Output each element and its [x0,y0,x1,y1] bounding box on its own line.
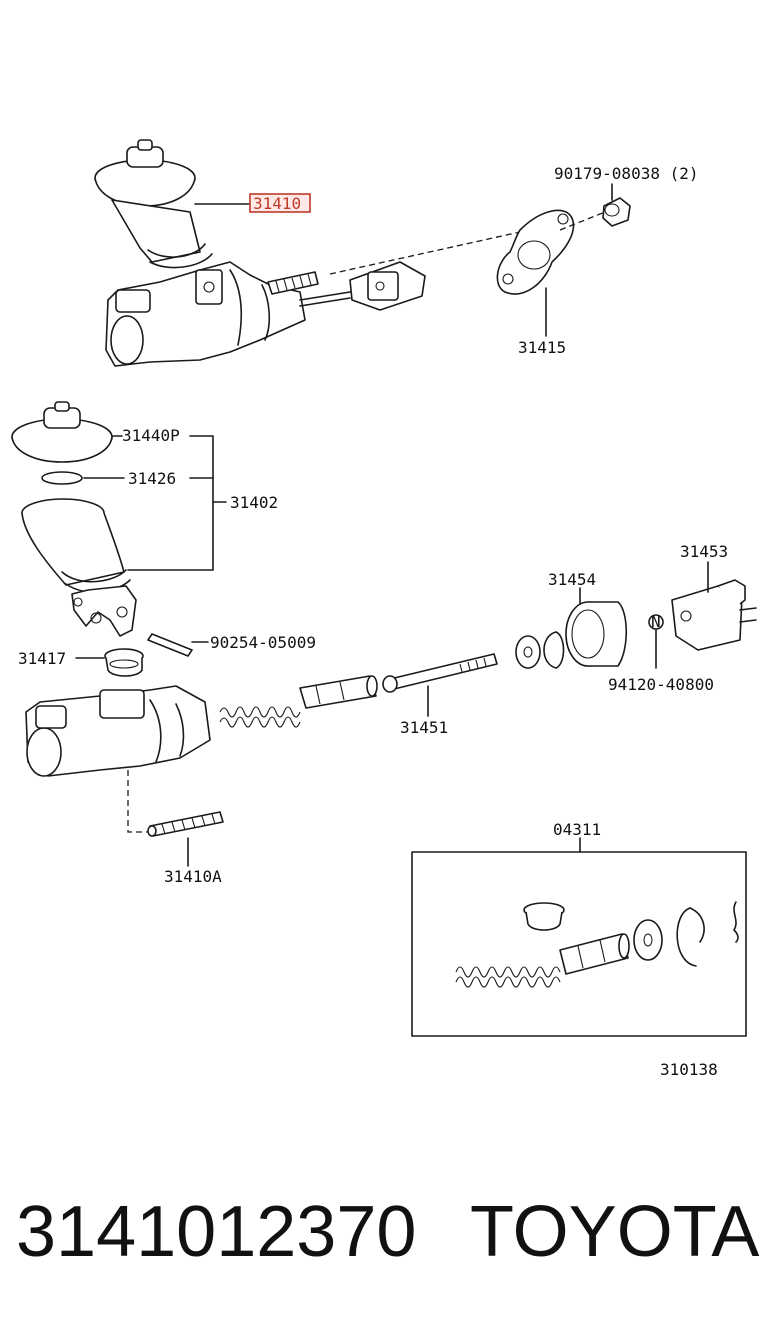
pin-90254[interactable] [147,633,193,657]
reservoir-body[interactable] [21,498,137,637]
seal-label[interactable]: 31426 [128,469,176,488]
highlight-box [249,193,311,213]
bolt-label[interactable]: 90179-08038 (2) [554,164,699,183]
washer-clip[interactable] [515,631,565,669]
repair-kit-parts[interactable] [455,901,739,988]
clevis-31453[interactable] [671,579,757,651]
stud-label[interactable]: 31410A [164,867,222,886]
part-number: 3141012370 [16,1192,416,1272]
repair-kit-box [411,851,747,1037]
figure-number: 310138 [660,1060,718,1079]
grommet-31417[interactable] [104,648,144,677]
cap-label[interactable]: 31440P [122,426,180,445]
master-cylinder-assembly[interactable] [94,139,521,367]
spring-piston[interactable] [219,675,378,728]
seal-31426[interactable] [41,471,83,485]
gasket-31415[interactable] [496,209,575,295]
cap-31440p[interactable] [11,401,113,463]
push-rod-label[interactable]: 31451 [400,718,448,737]
boot-31454[interactable] [565,601,628,667]
stud-31410a[interactable] [147,811,224,837]
push-rod-31451[interactable] [382,653,498,693]
pin-label[interactable]: 90254-05009 [210,633,316,652]
assembly-label[interactable]: 31410 [253,194,301,213]
boot-label[interactable]: 31454 [548,570,596,589]
nut-marker[interactable] [648,614,664,630]
brand-name: TOYOTA [470,1192,759,1272]
nut-marker-text: N [651,612,661,631]
grommet-label[interactable]: 31417 [18,649,66,668]
nut-label[interactable]: 94120-40800 [608,675,714,694]
gasket-label[interactable]: 31415 [518,338,566,357]
clevis-label[interactable]: 31453 [680,542,728,561]
cylinder-body[interactable] [25,685,211,833]
bolt-90179[interactable] [602,197,631,227]
repair-kit-label[interactable]: 04311 [553,820,601,839]
reservoir-set-label[interactable]: 31402 [230,493,278,512]
